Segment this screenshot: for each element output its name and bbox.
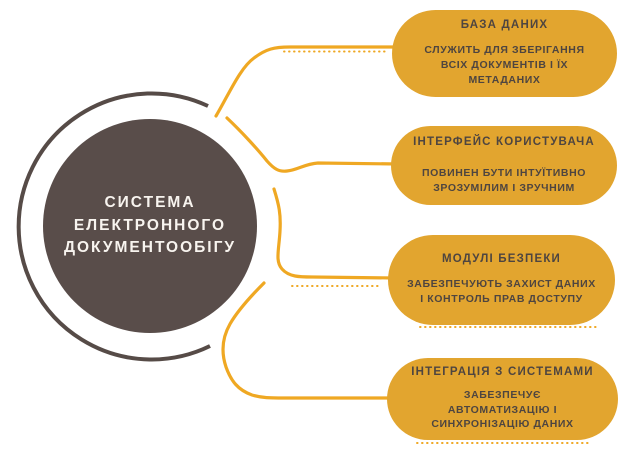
node-desc-line: ЗРОЗУМІЛИМ І ЗРУЧНИМ: [433, 181, 575, 194]
node-description: СЛУЖИТЬ ДЛЯ ЗБЕРІГАННЯ ВСІХ ДОКУМЕНТІВ І…: [424, 43, 584, 88]
node-desc-line: СИНХРОНІЗАЦІЮ ДАНИХ: [431, 418, 574, 431]
node-description: ЗАБЕЗПЕЧУЄ АВТОМАТИЗАЦІЮ І СИНХРОНІЗАЦІЮ…: [431, 388, 573, 433]
node-desc-line: АВТОМАТИЗАЦІЮ І: [447, 403, 558, 416]
node-desc-line: ЗАБЕЗПЕЧУЄ: [463, 388, 542, 401]
node-title: БАЗА ДАНИХ: [460, 19, 549, 32]
circle-ring-arc: [16, 91, 211, 362]
node-user-interface: ІНТЕРФЕЙС КОРИСТУВАЧА ПОВИНЕН БУТИ ІНТУЇ…: [391, 126, 617, 205]
node-desc-line: ЗАБЕЗПЕЧУЮТЬ ЗАХИСТ ДАНИХ: [407, 278, 596, 291]
connector-security: [272, 187, 397, 280]
node-title: ІНТЕРФЕЙС КОРИСТУВАЧА: [413, 135, 595, 148]
node-desc-line: ВСІХ ДОКУМЕНТІВ І ЇХ: [440, 59, 569, 72]
node-desc-line: СЛУЖИТЬ ДЛЯ ЗБЕРІГАННЯ: [424, 44, 585, 57]
node-database: БАЗА ДАНИХ СЛУЖИТЬ ДЛЯ ЗБЕРІГАННЯ ВСІХ Д…: [392, 10, 617, 97]
center-title-line: ЕЛЕКТРОННОГО: [73, 216, 227, 234]
node-desc-line: ПОВИНЕН БУТИ ІНТУЇТИВНО: [421, 166, 587, 179]
connector-database: [214, 45, 409, 118]
node-desc-line: МЕТАДАНИХ: [468, 73, 541, 86]
center-topic-circle: СИСТЕМА ЕЛЕКТРОННОГО ДОКУМЕНТООБІГУ: [43, 119, 257, 333]
node-desc-line: І КОНТРОЛЬ ПРАВ ДОСТУПУ: [420, 293, 583, 305]
connector-interface: [225, 116, 400, 173]
center-title-line: СИСТЕМА: [104, 194, 196, 212]
node-title: МОДУЛІ БЕЗПЕКИ: [441, 253, 562, 266]
node-systems-integration: ІНТЕГРАЦІЯ З СИСТЕМАМИ ЗАБЕЗПЕЧУЄ АВТОМА…: [387, 358, 618, 440]
node-title: ІНТЕГРАЦІЯ З СИСТЕМАМИ: [411, 365, 594, 378]
node-security-modules: МОДУЛІ БЕЗПЕКИ ЗАБЕЗПЕЧУЮТЬ ЗАХИСТ ДАНИХ…: [388, 235, 615, 325]
node-description: ЗАБЕЗПЕЧУЮТЬ ЗАХИСТ ДАНИХ І КОНТРОЛЬ ПРА…: [407, 277, 596, 307]
connector-integration: [221, 281, 397, 400]
center-title-line: ДОКУМЕНТООБІГУ: [63, 239, 237, 257]
node-description: ПОВИНЕН БУТИ ІНТУЇТИВНО ЗРОЗУМІЛИМ І ЗРУ…: [422, 166, 586, 196]
